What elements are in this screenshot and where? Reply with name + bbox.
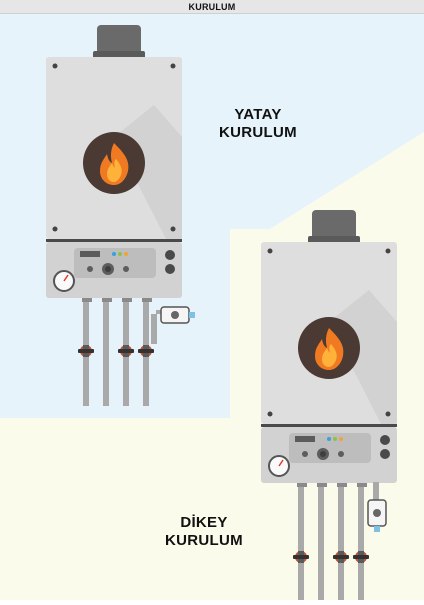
vertical-label-line1: DİKEY bbox=[180, 514, 228, 531]
horizontal-installation-label: YATAY KURULUM bbox=[198, 106, 318, 142]
pipe bbox=[298, 487, 304, 600]
pipe bbox=[103, 302, 109, 406]
boiler-horizontal bbox=[45, 24, 195, 406]
page-title: KURULUM bbox=[188, 1, 236, 12]
vertical-installation-label: DİKEY KURULUM bbox=[144, 514, 264, 550]
horizontal-label-line1: YATAY bbox=[234, 106, 282, 123]
flame-icon bbox=[298, 317, 360, 379]
pipe bbox=[338, 487, 344, 600]
pump-icon bbox=[367, 499, 387, 532]
pipe bbox=[358, 487, 364, 600]
pipe bbox=[318, 487, 324, 600]
illustration: YATAY KURULUM DİKEY KURULUM bbox=[0, 14, 424, 600]
horizontal-label-line2: KURULUM bbox=[219, 124, 297, 141]
title-bar: KURULUM bbox=[0, 0, 424, 14]
boiler-vertical bbox=[260, 209, 398, 600]
vertical-label-line2: KURULUM bbox=[165, 532, 243, 549]
pump-icon bbox=[160, 306, 195, 324]
flame-icon bbox=[83, 132, 145, 194]
installation-illustration bbox=[0, 14, 424, 600]
